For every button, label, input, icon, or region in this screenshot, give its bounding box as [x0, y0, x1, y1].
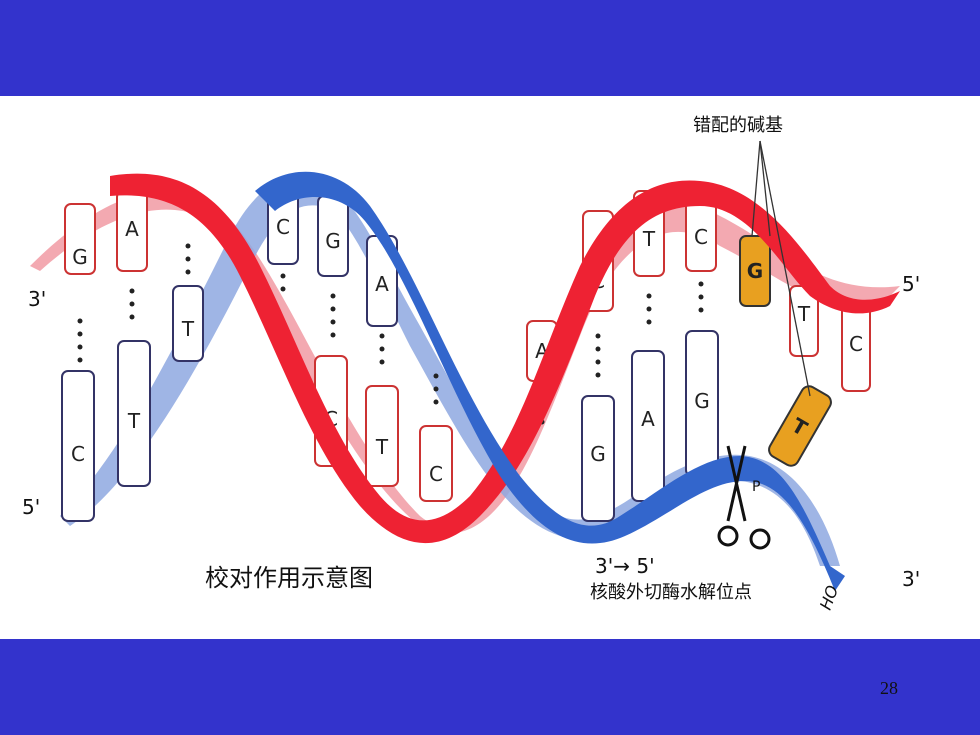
base-label: G — [72, 245, 88, 269]
base-cylinder: C — [685, 195, 717, 272]
base-cylinder: T — [365, 385, 399, 487]
base-label: A — [375, 272, 389, 296]
base-cylinder: A — [631, 350, 665, 502]
end-3-right: 3' — [902, 567, 920, 591]
base-label: A — [641, 407, 655, 431]
base-label: C — [849, 332, 863, 356]
exo-direction: 3'→ 5' — [595, 554, 655, 578]
base-label: T — [375, 435, 389, 459]
bottom-bases: C T C T C G A G — [61, 330, 719, 522]
base-cylinder: G — [64, 203, 96, 275]
proofreading-diagram: G A T C G A A C — [22, 115, 920, 613]
base-cylinder: C — [61, 370, 95, 522]
base-label: C — [429, 462, 443, 486]
base-label: T — [127, 409, 141, 433]
phosphate-label: P — [752, 479, 760, 495]
base-cylinder: C — [841, 300, 871, 392]
base-label: G — [747, 259, 763, 283]
diagram-caption: 校对作用示意图 — [205, 564, 373, 592]
base-cylinder: T — [117, 340, 151, 487]
base-label: G — [694, 389, 710, 413]
base-cylinder: T — [172, 285, 204, 362]
mismatched-base: G — [739, 235, 771, 307]
hydroxyl-label: HO — [816, 583, 842, 613]
end-3-left: 3' — [28, 287, 46, 311]
mismatch-label: 错配的碱基 — [693, 115, 783, 136]
diagram-panel: G A T C G A A C — [0, 96, 980, 639]
base-label: C — [276, 215, 290, 239]
mismatch-pointer-lines — [751, 140, 811, 397]
base-cylinder: C — [419, 425, 453, 502]
base-label: T — [797, 302, 811, 326]
base-label: T — [642, 227, 656, 251]
page-number: 28 — [880, 678, 898, 698]
base-label: A — [125, 217, 139, 241]
base-cylinder: A — [366, 235, 398, 327]
base-label: G — [325, 229, 341, 253]
base-label: C — [694, 225, 708, 249]
excised-base: T — [768, 385, 832, 467]
blue-strand-front — [255, 171, 845, 591]
base-cylinder: G — [685, 330, 719, 477]
base-cylinder: G — [581, 395, 615, 522]
end-5-right: 5' — [902, 272, 920, 296]
base-label: T — [181, 317, 195, 341]
base-label: G — [590, 442, 606, 466]
end-5-left: 5' — [22, 495, 40, 519]
base-cylinder: G — [317, 195, 349, 277]
exo-label: 核酸外切酶水解位点 — [590, 582, 752, 603]
base-cylinder: A — [116, 190, 148, 272]
base-label: C — [71, 442, 85, 466]
scissors-icon — [717, 445, 771, 550]
